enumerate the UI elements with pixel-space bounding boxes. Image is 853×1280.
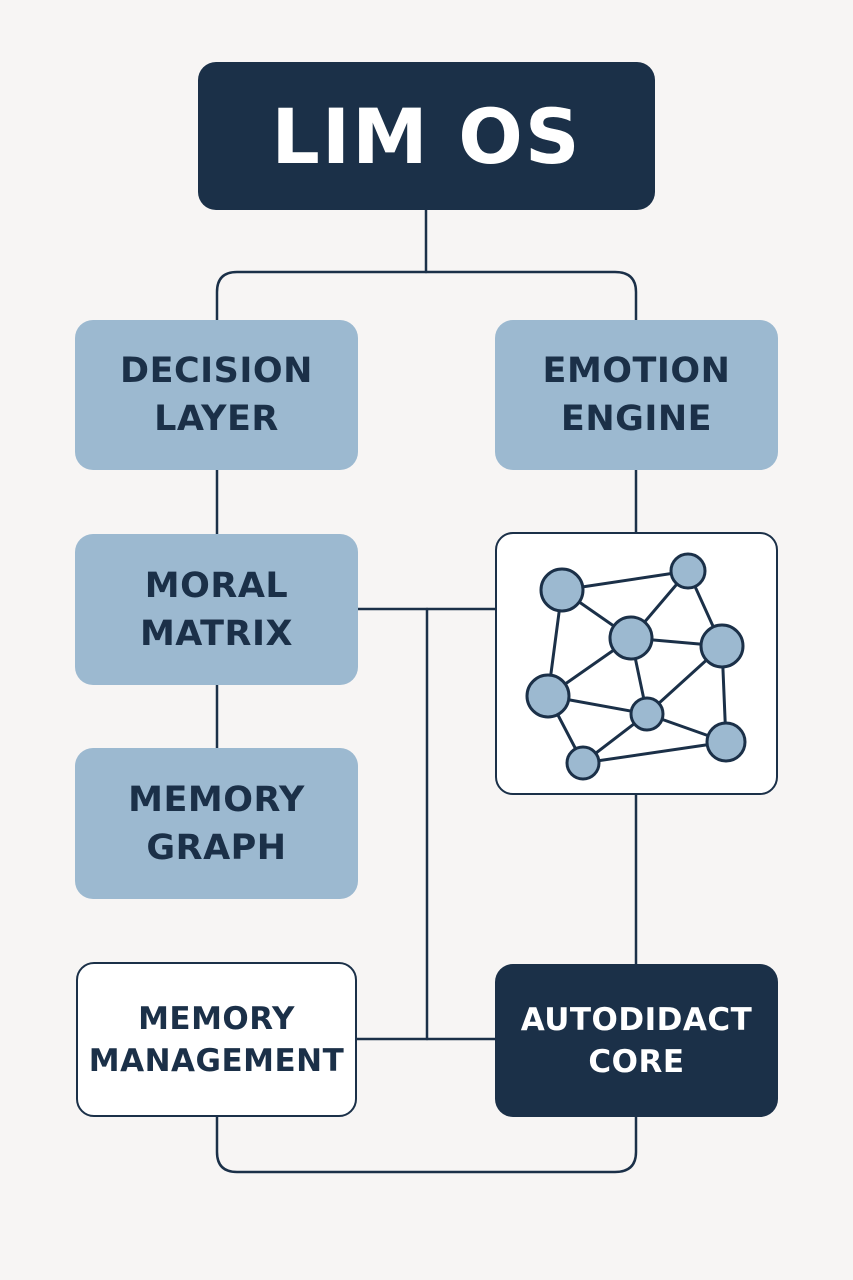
connector-top-bracket — [215, 270, 638, 322]
title-box: LIM OS — [198, 62, 655, 210]
decision-layer-box: DECISION LAYER — [75, 320, 358, 470]
network-node — [699, 623, 744, 668]
autodidact-core-line-2: CORE — [588, 1043, 685, 1080]
emotion-engine-line-2: ENGINE — [560, 399, 713, 439]
decision-layer-line-2: LAYER — [154, 399, 279, 439]
moral-matrix-box: MORAL MATRIX — [75, 534, 358, 685]
connector-bottom-bracket — [215, 1115, 638, 1174]
memory-management-line-2: MANAGEMENT — [88, 1042, 345, 1079]
network-node — [669, 552, 706, 589]
memory-graph-line-1: MEMORY — [128, 779, 305, 820]
memory-graph-box: MEMORY GRAPH — [75, 748, 358, 899]
memory-management-line-1: MEMORY — [138, 1000, 295, 1037]
memory-management-box: MEMORY MANAGEMENT — [76, 962, 357, 1117]
network-node — [705, 721, 746, 762]
moral-matrix-line-1: MORAL — [144, 565, 289, 606]
decision-layer-line-1: DECISION — [120, 351, 313, 391]
autodidact-core-box: AUTODIDACT CORE — [495, 964, 778, 1117]
network-node — [539, 567, 584, 612]
page-title: LIM OS — [271, 91, 582, 181]
memory-graph-line-2: GRAPH — [146, 827, 287, 868]
network-graph-box — [495, 532, 778, 795]
network-graph-icon — [525, 552, 746, 780]
network-node — [629, 696, 664, 731]
network-node — [565, 745, 600, 780]
network-node — [608, 615, 653, 660]
autodidact-core-line-1: AUTODIDACT — [520, 1001, 753, 1038]
network-node — [525, 673, 570, 718]
emotion-engine-box: EMOTION ENGINE — [495, 320, 778, 470]
moral-matrix-line-2: MATRIX — [139, 613, 294, 654]
emotion-engine-line-1: EMOTION — [542, 351, 731, 391]
